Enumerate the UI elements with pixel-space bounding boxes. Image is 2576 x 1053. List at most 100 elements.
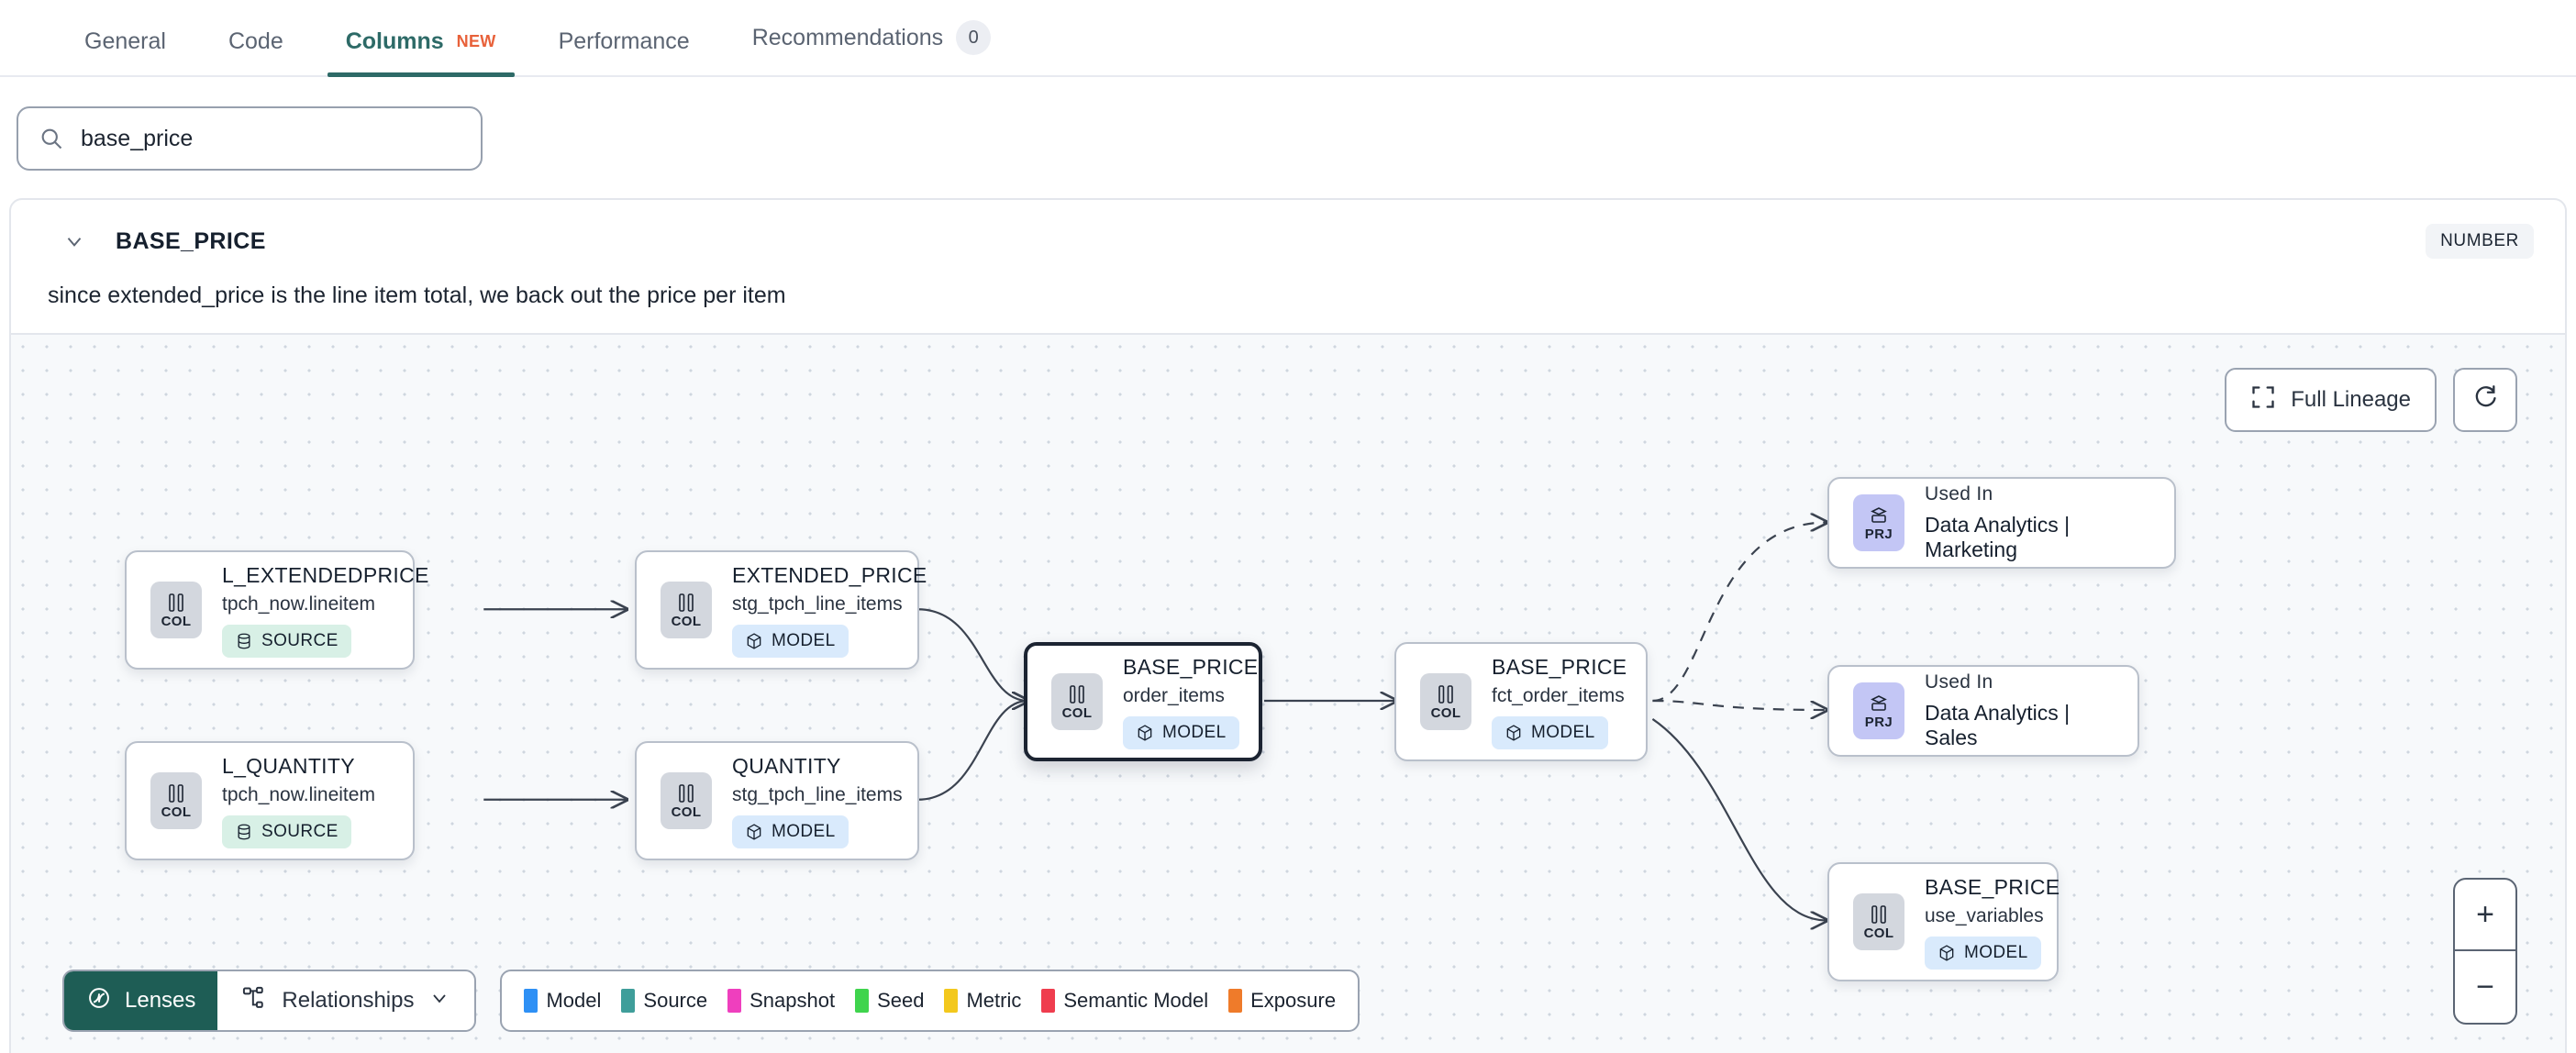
legend-swatch xyxy=(621,989,636,1013)
column-icon xyxy=(1435,683,1457,704)
tab-code[interactable]: Code xyxy=(197,28,315,75)
node-kind-badge: SOURCE xyxy=(222,624,351,658)
legend-label: Exposure xyxy=(1250,989,1337,1012)
chevron-down-icon[interactable] xyxy=(62,229,86,253)
col-badge: COL xyxy=(1420,673,1471,730)
lineage-node-project-marketing[interactable]: PRJ Used In Data Analytics | Marketing xyxy=(1827,477,2176,569)
zoom-in-button[interactable]: + xyxy=(2455,880,2515,951)
lineage-edges xyxy=(483,335,2565,1053)
full-lineage-label: Full Lineage xyxy=(2291,387,2411,412)
tab-label: Code xyxy=(228,28,283,54)
canvas-controls: Full Lineage xyxy=(2225,368,2517,432)
lineage-canvas[interactable]: Full Lineage COL L_E xyxy=(11,333,2565,1053)
lineage-node-base-price-order-items[interactable]: COL BASE_PRICE order_items MODEL xyxy=(1024,642,1262,761)
column-icon xyxy=(675,782,697,803)
lineage-node-l-extendedprice[interactable]: COL L_EXTENDEDPRICE tpch_now.lineitem SO… xyxy=(125,550,428,670)
column-icon xyxy=(1066,683,1088,704)
project-icon xyxy=(1868,693,1890,713)
chevron-down-icon xyxy=(428,987,450,1015)
lineage-node-extended-price[interactable]: COL EXTENDED_PRICE stg_tpch_line_items M… xyxy=(635,550,927,670)
lineage-node-base-price-use-variables[interactable]: COL BASE_PRICE use_variables MODEL xyxy=(1827,862,2060,981)
search-icon xyxy=(39,126,64,151)
badge-label: COL xyxy=(671,804,702,820)
zoom-controls: + − xyxy=(2453,878,2517,1025)
lineage-node-l-quantity[interactable]: COL L_QUANTITY tpch_now.lineitem SOURCE xyxy=(125,741,415,860)
node-type-legend: Model Source Snapshot Seed Metric xyxy=(500,970,1360,1032)
new-badge: NEW xyxy=(456,32,496,50)
kind-label: MODEL xyxy=(1162,722,1227,742)
refresh-icon xyxy=(2472,384,2498,416)
legend-label: Metric xyxy=(966,989,1022,1012)
relationships-dropdown[interactable]: Relationships xyxy=(217,971,474,1030)
legend-label: Model xyxy=(546,989,602,1012)
database-icon xyxy=(238,824,250,839)
lenses-button[interactable]: Lenses xyxy=(64,971,218,1030)
cube-icon xyxy=(747,823,761,840)
kind-label: MODEL xyxy=(772,821,836,841)
lenses-label: Lenses xyxy=(125,988,196,1013)
full-lineage-button[interactable]: Full Lineage xyxy=(2225,368,2437,432)
col-badge: COL xyxy=(1051,673,1103,730)
legend-label: Semantic Model xyxy=(1063,989,1209,1012)
node-kind-badge: MODEL xyxy=(732,624,849,658)
tab-columns[interactable]: Columns NEW xyxy=(315,28,527,77)
node-kind-badge: MODEL xyxy=(732,815,849,848)
column-panel: BASE_PRICE NUMBER since extended_price i… xyxy=(9,198,2567,1053)
node-kind-badge: SOURCE xyxy=(222,815,351,848)
legend-item-metric: Metric xyxy=(944,989,1021,1013)
legend-swatch xyxy=(855,989,870,1013)
node-subtitle: Data Analytics | Marketing xyxy=(1925,513,2071,561)
tab-performance[interactable]: Performance xyxy=(527,28,721,75)
legend-swatch xyxy=(1041,989,1056,1013)
page-title: BASE_PRICE xyxy=(116,227,266,254)
column-type-badge: NUMBER xyxy=(2426,224,2534,259)
database-icon xyxy=(238,633,250,648)
legend-label: Snapshot xyxy=(749,989,836,1012)
node-title: L_QUANTITY xyxy=(222,753,355,778)
lineage-node-quantity[interactable]: COL QUANTITY stg_tpch_line_items MODEL xyxy=(635,741,919,860)
legend-label: Seed xyxy=(877,989,925,1012)
expand-icon xyxy=(2250,384,2276,416)
lineage-node-project-sales[interactable]: PRJ Used In Data Analytics | Sales xyxy=(1827,665,2139,757)
node-title: QUANTITY xyxy=(732,753,841,778)
kind-label: MODEL xyxy=(772,630,836,650)
node-subtitle: Data Analytics | Sales xyxy=(1925,701,2071,749)
legend-item-source: Source xyxy=(621,989,707,1013)
badge-label: COL xyxy=(161,804,192,820)
legend-item-seed: Seed xyxy=(855,989,924,1013)
node-kind-badge: MODEL xyxy=(1925,936,2041,970)
lineage-node-base-price-fct-order-items[interactable]: COL BASE_PRICE fct_order_items MODEL xyxy=(1394,642,1648,761)
prj-badge: PRJ xyxy=(1853,682,1904,739)
cube-icon xyxy=(1138,724,1152,741)
col-badge: COL xyxy=(661,772,712,829)
legend-item-model: Model xyxy=(524,989,601,1013)
badge-label: COL xyxy=(1430,704,1461,721)
legend-item-semantic-model: Semantic Model xyxy=(1041,989,1208,1013)
column-icon xyxy=(675,592,697,612)
node-subtitle: fct_order_items xyxy=(1492,684,1625,706)
node-subtitle: order_items xyxy=(1123,684,1225,706)
node-subtitle: stg_tpch_line_items xyxy=(732,593,903,615)
refresh-button[interactable] xyxy=(2453,368,2517,432)
search-input[interactable] xyxy=(81,125,461,152)
search-box[interactable] xyxy=(17,106,483,171)
tab-recommendations[interactable]: Recommendations 0 xyxy=(721,20,1022,75)
column-icon xyxy=(165,592,187,612)
relationships-label: Relationships xyxy=(282,988,415,1013)
zoom-out-button[interactable]: − xyxy=(2476,969,2494,1004)
column-header[interactable]: BASE_PRICE NUMBER xyxy=(11,200,2565,259)
badge-label: PRJ xyxy=(1864,526,1893,542)
relationships-icon xyxy=(241,985,267,1017)
legend-item-snapshot: Snapshot xyxy=(727,989,835,1013)
column-description: since extended_price is the line item to… xyxy=(48,283,786,308)
tab-bar: General Code Columns NEW Performance Rec… xyxy=(0,0,2576,77)
node-kind-badge: MODEL xyxy=(1123,715,1239,749)
col-badge: COL xyxy=(661,582,712,638)
column-icon xyxy=(165,782,187,803)
kind-label: SOURCE xyxy=(261,630,339,650)
tab-label: Columns xyxy=(345,28,444,54)
node-title: BASE_PRICE xyxy=(1123,654,1259,679)
node-title: BASE_PRICE xyxy=(1925,874,2060,899)
tab-general[interactable]: General xyxy=(53,28,197,75)
node-title: L_EXTENDEDPRICE xyxy=(222,562,429,587)
